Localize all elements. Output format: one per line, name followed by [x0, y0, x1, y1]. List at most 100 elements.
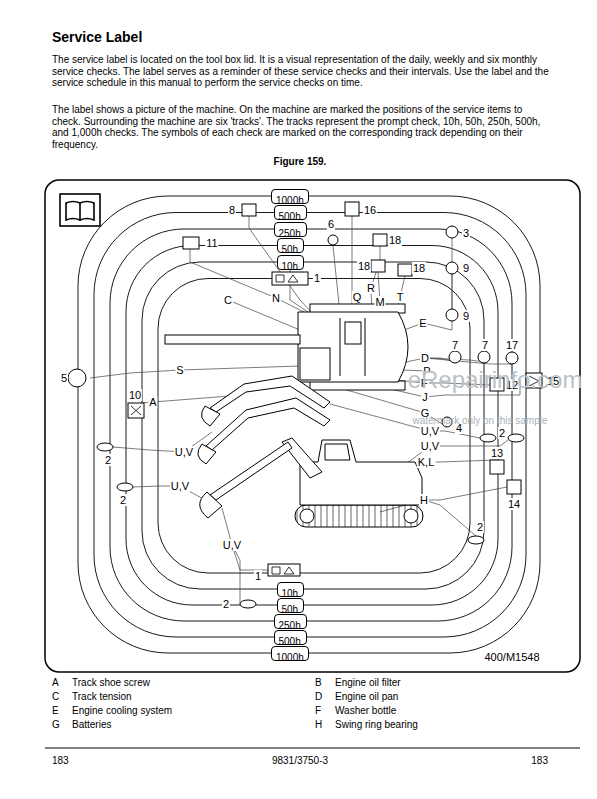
drawing-path [325, 444, 350, 460]
legend-key: C [52, 691, 59, 703]
drawing-rect [142, 262, 484, 589]
drawing-rect [300, 348, 330, 380]
drawing-ellipse [240, 600, 256, 608]
callout: 6 [327, 218, 335, 230]
drawing-ellipse [468, 536, 484, 544]
legend-key: G [52, 719, 60, 731]
drawing-rect [371, 260, 385, 272]
callout: U,V [420, 440, 440, 452]
interval-box: 250h [274, 222, 307, 237]
legend-key: F [315, 705, 321, 717]
callout: U,V [174, 446, 194, 458]
drawing-circle [328, 235, 338, 245]
callout: 2 [476, 521, 484, 533]
drawing-line [153, 396, 230, 402]
page-heading: Service Label [52, 29, 142, 45]
drawing-polyline [90, 370, 180, 378]
drawing-circle [446, 226, 458, 238]
drawing-circle [404, 509, 418, 523]
callout: 7 [481, 339, 489, 351]
callout: 7 [451, 339, 459, 351]
drawing-rect [45, 180, 580, 672]
drawing-line [180, 366, 300, 370]
legend-text: Track tension [72, 691, 132, 703]
drawing-ellipse [480, 434, 496, 442]
drawing-rect [507, 480, 521, 494]
callout: U,V [170, 480, 190, 492]
callout: C [223, 294, 233, 306]
drawing-rect [158, 279, 470, 574]
interval-box: 10h [277, 582, 304, 597]
callout: 3 [462, 227, 470, 239]
body-paragraph: The service label is located on the tool… [52, 54, 549, 89]
drawing-ellipse [68, 369, 86, 387]
interval-box: 50h [277, 598, 304, 613]
callout: 1 [254, 570, 262, 582]
drawing-polyline [430, 440, 508, 446]
callout: 10 [128, 389, 142, 401]
service-symbols [68, 202, 542, 608]
legend-key: D [315, 691, 322, 703]
drawing-circle [478, 351, 490, 363]
drawing-polyline [249, 216, 315, 316]
callout: U,V [222, 539, 242, 551]
callout: 18 [412, 262, 426, 274]
watermark: eRepairinfo.com [408, 366, 583, 394]
interval-label: 1000h [276, 652, 304, 663]
interval-label: 10h [282, 261, 299, 272]
drawing-rect [60, 194, 100, 226]
drawing-polyline [424, 500, 476, 536]
callout: H [419, 494, 429, 506]
drawing-polyline [426, 460, 497, 462]
interval-label: 500h [279, 211, 301, 222]
callout: 14 [507, 498, 521, 510]
drawing-rect [398, 264, 412, 276]
legend-text: Swing ring bearing [335, 719, 418, 731]
drawing-path [200, 492, 222, 518]
interval-label: 250h [279, 228, 301, 239]
legend-text: Washer bottle [335, 705, 396, 717]
callout: 16 [363, 204, 377, 216]
drawing-path [201, 406, 220, 426]
callout: 2 [104, 454, 112, 466]
drawing-rect [345, 322, 361, 344]
drawing-line [228, 300, 300, 330]
drawing-polyline [425, 358, 512, 364]
drawing-circle [300, 509, 314, 523]
callout: K,L [417, 456, 436, 468]
callout: 9 [462, 310, 470, 322]
callout: T [396, 291, 405, 303]
interval-label: 10h [282, 588, 299, 599]
callout: 11 [205, 237, 218, 249]
interval-label: 50h [282, 604, 299, 615]
interval-label: 1000h [276, 195, 304, 206]
interval-box: 500h [274, 205, 307, 220]
body-paragraph: The label shows a picture of the machine… [52, 104, 549, 150]
drawing-line [452, 274, 453, 309]
callout: 18 [388, 234, 402, 246]
callout: 1 [313, 272, 321, 284]
drawing-path [198, 444, 216, 464]
drawing-circle [449, 351, 461, 363]
drawing-line [340, 318, 341, 376]
callout: S [175, 364, 184, 376]
callout: M [374, 296, 385, 308]
interval-box: 10h [277, 255, 304, 270]
drawing-rect [272, 272, 308, 285]
callout: 9 [462, 262, 470, 274]
callout: 17 [505, 339, 519, 351]
drawing-ellipse [117, 483, 133, 491]
page-footer: 183 [52, 755, 69, 767]
drawing-line [365, 318, 366, 376]
callout: 8 [228, 204, 236, 216]
legend-text: Engine cooling system [72, 705, 172, 717]
interval-label: 500h [279, 636, 301, 647]
legend-text: Engine oil filter [335, 677, 401, 689]
interval-label: 50h [282, 244, 299, 255]
legend-text: Engine oil pan [335, 691, 398, 703]
callout: D [420, 352, 430, 364]
book-icon [60, 194, 100, 226]
callout: 2 [498, 427, 506, 439]
legend-key: E [52, 705, 59, 717]
watermark: watermark only on this sample [412, 415, 547, 426]
